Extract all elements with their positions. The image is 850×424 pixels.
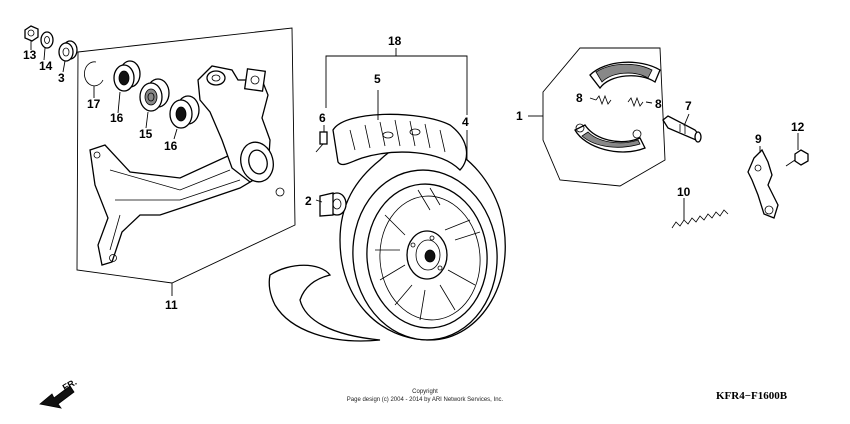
copyright-line-1: Copyright <box>412 389 438 395</box>
brake-shoe-group <box>528 47 666 187</box>
callout-10: 10 <box>677 185 691 199</box>
callout-labels: 13 14 3 17 16 15 16 11 18 5 6 4 2 1 8 8 … <box>23 34 805 312</box>
callout-9: 9 <box>755 132 762 146</box>
callout-17: 17 <box>87 97 101 111</box>
callout-18: 18 <box>388 34 402 48</box>
brake-cam-part <box>662 113 702 143</box>
callout-6: 6 <box>319 111 326 125</box>
callout-15: 15 <box>139 127 153 141</box>
bearing-stack <box>24 25 200 140</box>
callout-11: 11 <box>165 298 178 312</box>
valve-part <box>315 125 328 153</box>
bolt-part <box>785 133 809 167</box>
callout-4: 4 <box>462 115 469 129</box>
callout-8-a: 8 <box>576 91 583 105</box>
swing-arm-group <box>24 25 296 296</box>
rear-wheel <box>339 141 506 341</box>
inner-fender-part <box>268 264 381 342</box>
direction-indicator: FR. <box>39 377 79 409</box>
swing-arm-outline <box>76 27 296 284</box>
swing-arm-part <box>89 65 285 266</box>
direction-label: FR. <box>61 377 79 393</box>
wheel-group <box>268 48 506 342</box>
callout-16-a: 16 <box>110 111 124 125</box>
return-spring-part <box>671 198 729 229</box>
tire-part <box>332 90 468 171</box>
brake-arm-part <box>747 146 779 219</box>
callout-12: 12 <box>791 120 805 134</box>
callout-5: 5 <box>374 72 381 86</box>
callout-2: 2 <box>305 194 312 208</box>
callout-3: 3 <box>58 71 65 85</box>
collar-part <box>315 192 347 217</box>
diagram-code: KFR4−F1600B <box>716 390 788 402</box>
copyright-line-2: Page design (c) 2004 - 2014 by ARI Netwo… <box>347 397 504 403</box>
callout-1: 1 <box>516 109 523 123</box>
callout-8-b: 8 <box>655 97 662 111</box>
brake-shoe-outline <box>542 47 666 187</box>
callout-14: 14 <box>39 59 53 73</box>
arrow-front-icon <box>39 385 75 409</box>
callout-16-b: 16 <box>164 139 178 153</box>
callout-7: 7 <box>685 99 692 113</box>
callout-13: 13 <box>23 48 37 62</box>
